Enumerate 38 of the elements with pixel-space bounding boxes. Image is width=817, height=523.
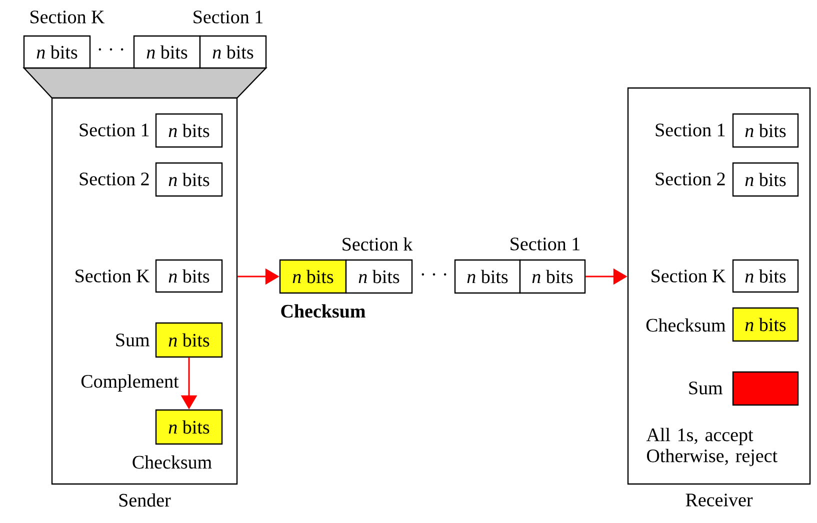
ellipsis: · · · <box>98 48 124 51</box>
field-label: Section K <box>30 10 105 24</box>
bit-box: n bits <box>279 259 347 294</box>
field-label: Section 2 <box>80 172 149 186</box>
edge-label: Complement <box>81 374 179 392</box>
field-label: Section 2 <box>656 172 725 186</box>
field-label: Section 1 <box>80 124 149 136</box>
node-label: Receiver <box>686 494 753 506</box>
field-label: Sum <box>689 382 722 394</box>
field-label: Section 1 <box>194 10 262 24</box>
field-label: Section K <box>652 270 726 282</box>
bit-box: n bits <box>23 35 91 69</box>
bit-box: n bits <box>155 113 223 148</box>
field-label: Checksum <box>646 318 726 332</box>
bit-box <box>732 371 799 406</box>
field-label: Checksum <box>132 455 212 469</box>
field-label: Section K <box>76 270 150 282</box>
bit-box: n bits <box>133 35 201 69</box>
bit-box: n bits <box>732 162 799 197</box>
field-label: Section k <box>342 237 413 251</box>
bit-box: n bits <box>732 113 799 148</box>
bit-box: n bits <box>454 259 521 294</box>
note-text: All 1s, accept Otherwise, reject <box>646 428 778 466</box>
bit-box: n bits <box>732 307 799 342</box>
bit-box: n bits <box>519 259 586 294</box>
field-label: Section 1 <box>510 238 580 250</box>
bit-box: n bits <box>155 322 223 358</box>
field-label: Checksum <box>281 304 366 318</box>
bit-box: n bits <box>732 259 799 293</box>
field-label: Sum <box>116 334 150 346</box>
ellipsis: · · · <box>422 273 446 276</box>
bit-box: n bits <box>155 259 223 293</box>
field-label: Section 1 <box>656 124 725 136</box>
bit-box: n bits <box>155 409 223 445</box>
bit-box: n bits <box>155 162 223 197</box>
bit-box: n bits <box>199 35 267 69</box>
node-label: Sender <box>119 493 171 507</box>
bit-box: n bits <box>345 259 413 294</box>
